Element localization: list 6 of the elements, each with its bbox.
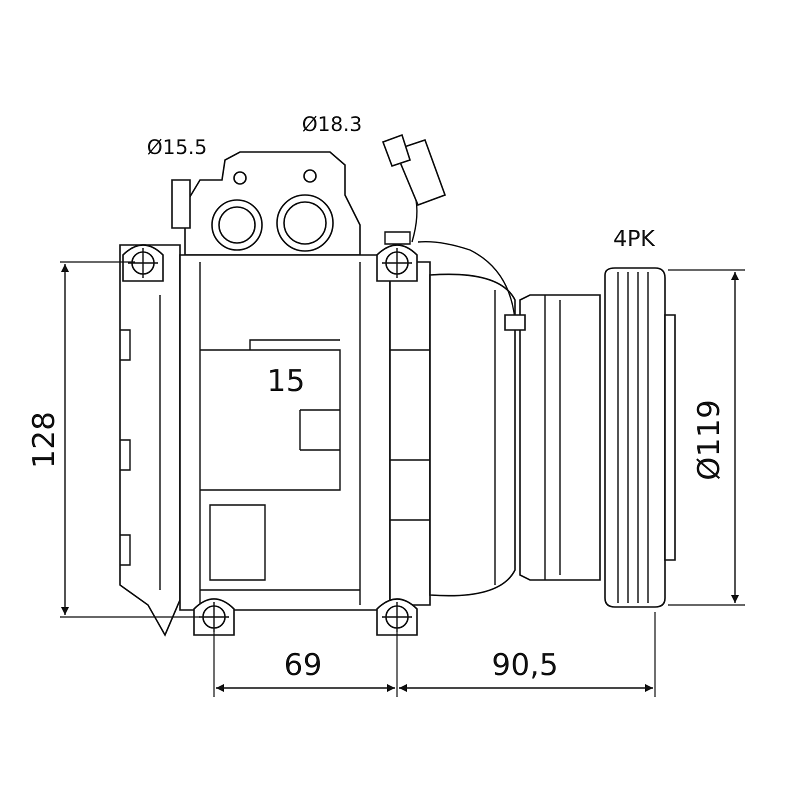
dimension-label: 90,5: [492, 651, 558, 681]
belt-profile-label: 4PK: [613, 229, 655, 251]
dimension-label: 69: [284, 651, 322, 681]
diameter-label: Ø15.5: [146, 137, 208, 157]
part-number: 15: [266, 367, 306, 397]
diameter-label: Ø18.3: [302, 114, 362, 134]
